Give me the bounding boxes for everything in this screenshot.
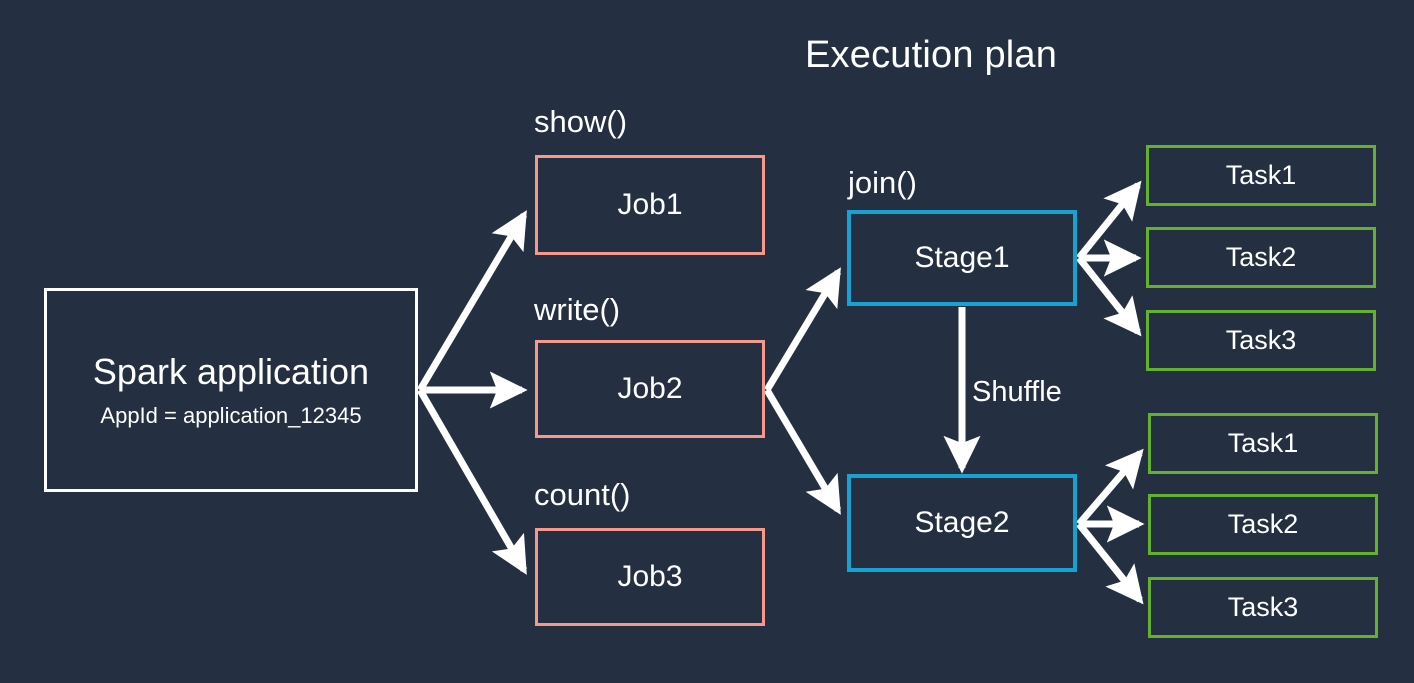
caption-write: write() (534, 292, 621, 327)
task-label: Task2 (1227, 509, 1299, 540)
caption-shuffle: Shuffle (972, 376, 1062, 408)
task-node-stage2-3[interactable]: Task3 (1148, 577, 1378, 638)
job-node-3[interactable]: Job3 (535, 528, 765, 626)
arrow-stage2-to-tasks (1076, 448, 1145, 605)
job-label: Job2 (617, 372, 683, 406)
task-node-stage2-2[interactable]: Task2 (1148, 494, 1378, 555)
job-label: Job1 (617, 188, 683, 222)
page-title: Execution plan (805, 34, 1058, 76)
caption-count: count() (534, 477, 631, 512)
arrow-job2-to-stages (763, 267, 842, 515)
stage-label: Stage1 (914, 241, 1010, 275)
arrow-stage1-to-tasks (1076, 180, 1142, 337)
job-label: Job3 (617, 560, 683, 594)
task-label: Task1 (1227, 428, 1299, 459)
caption-show: show() (534, 104, 628, 139)
task-node-stage1-1[interactable]: Task1 (1146, 145, 1376, 206)
arrow-app-to-jobs (416, 210, 528, 575)
task-label: Task2 (1225, 242, 1297, 273)
task-label: Task1 (1225, 160, 1297, 191)
stage-node-2[interactable]: Stage2 (847, 474, 1077, 572)
job-node-1[interactable]: Job1 (535, 155, 765, 255)
stage-label: Stage2 (914, 506, 1010, 540)
stage-node-1[interactable]: Stage1 (847, 210, 1077, 306)
job-node-2[interactable]: Job2 (535, 340, 765, 438)
caption-join: join() (848, 165, 917, 200)
spark-application-node[interactable]: Spark application AppId = application_12… (44, 288, 418, 492)
task-label: Task3 (1227, 592, 1299, 623)
spark-application-appid: AppId = application_12345 (100, 403, 362, 429)
spark-application-name: Spark application (92, 350, 370, 392)
task-node-stage1-3[interactable]: Task3 (1146, 310, 1376, 371)
task-label: Task3 (1225, 325, 1297, 356)
task-node-stage2-1[interactable]: Task1 (1148, 413, 1378, 474)
task-node-stage1-2[interactable]: Task2 (1146, 227, 1376, 288)
